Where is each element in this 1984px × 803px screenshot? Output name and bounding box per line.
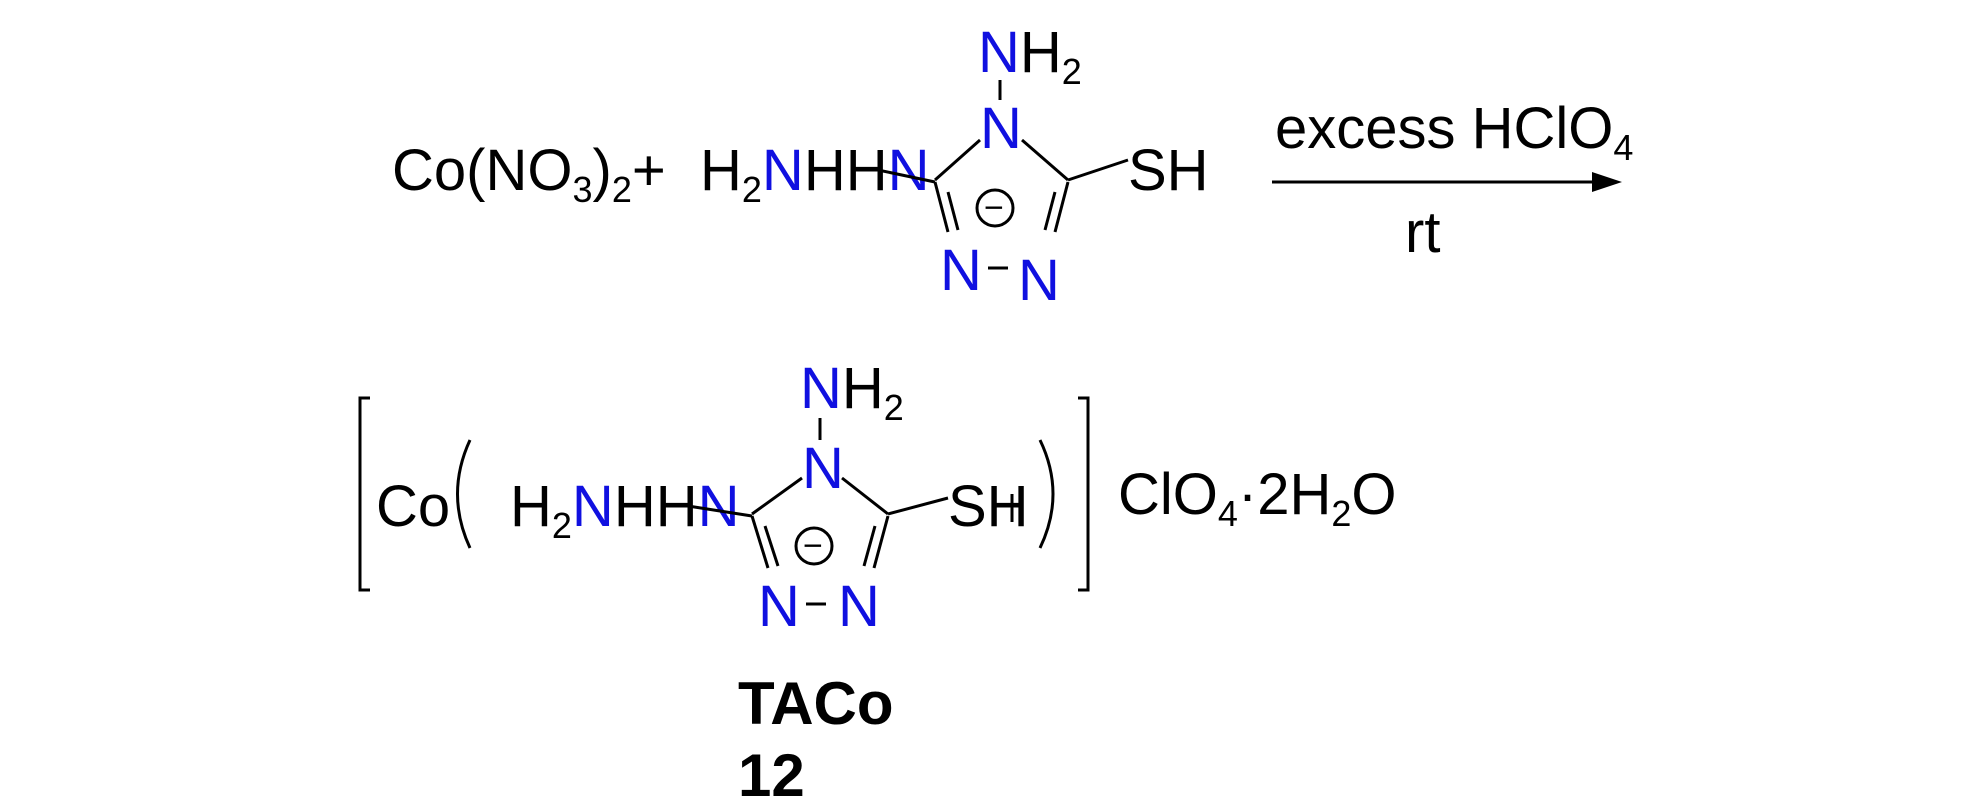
ring-n4: N bbox=[980, 96, 1022, 161]
nitrate-label: (NO bbox=[466, 138, 572, 203]
svg-text:excess HClO4: excess HClO4 bbox=[1275, 96, 1633, 168]
right-square-bracket bbox=[1078, 396, 1090, 592]
right-parenthesis bbox=[1038, 439, 1055, 549]
counter-ion: ClO bbox=[1118, 462, 1218, 527]
left-parenthesis bbox=[456, 439, 472, 549]
product-amino-subscript: 2 bbox=[884, 387, 904, 428]
reagent-subscript: 4 bbox=[1613, 127, 1633, 168]
formula-subscript: 2 bbox=[612, 169, 632, 210]
product-ring-bond-c5-n1 bbox=[872, 515, 890, 569]
plus-sign: + bbox=[632, 138, 666, 203]
svg-text:H2NHHN: H2NHHN bbox=[510, 474, 739, 546]
hydrazine-n1: N bbox=[762, 138, 804, 203]
temperature-label: rt bbox=[1405, 200, 1440, 265]
amino-n: N bbox=[978, 20, 1020, 85]
thiol-ring-bond bbox=[1067, 158, 1129, 182]
close-paren: ) bbox=[593, 138, 612, 203]
product-cobalt: Co bbox=[376, 474, 450, 539]
product-hydrazine-n2: N bbox=[698, 474, 740, 539]
svg-text:NH2: NH2 bbox=[978, 20, 1082, 92]
product-amino-n: N bbox=[800, 356, 842, 421]
hydrazine-h-subscript: 2 bbox=[742, 169, 762, 210]
hydrazine-n2: N bbox=[888, 138, 930, 203]
svg-text:ClO4·2H2O: ClO4·2H2O bbox=[1118, 462, 1397, 534]
counter-ion-subscript: 4 bbox=[1218, 493, 1238, 534]
negative-charge-sign: − bbox=[984, 189, 1004, 227]
hydrazine-hh: HH bbox=[804, 138, 888, 203]
svg-text:NH2: NH2 bbox=[800, 356, 904, 428]
product-ring-n1: N bbox=[758, 574, 800, 639]
product-ring-bond-n4-c5 bbox=[841, 476, 889, 516]
reaction-arrow-group: excess HClO4 rt bbox=[1272, 96, 1633, 265]
amino-subscript: 2 bbox=[1062, 51, 1082, 92]
negative-charge-circle bbox=[975, 188, 1015, 228]
compound-number: 12 bbox=[738, 742, 805, 803]
cobalt-symbol: Co bbox=[392, 138, 466, 203]
product-hydrazine-ring-bond bbox=[687, 504, 753, 518]
ring-bond-c5-n1-double bbox=[1043, 191, 1057, 231]
product-ring-bond-c5-n1-double bbox=[862, 525, 877, 567]
reaction-arrow-head bbox=[1592, 172, 1622, 192]
nitrate-subscript: 3 bbox=[572, 169, 592, 210]
amino-h: H bbox=[1020, 20, 1062, 85]
product-ring-bond-n4-c3 bbox=[751, 476, 803, 516]
product-thiol-sh: SH bbox=[948, 474, 1029, 539]
svg-text:Co(NO3)2+: Co(NO3)2+ bbox=[392, 138, 666, 210]
product-hydrazine-n1: N bbox=[572, 474, 614, 539]
reactant-triazole-ligand: H2NHHN NH2 N N N − SH bbox=[700, 20, 1209, 313]
ring-bond-c3-n2-double bbox=[946, 191, 960, 231]
ring-n2: N bbox=[1018, 248, 1060, 313]
product-hydrazine-hh: HH bbox=[614, 474, 698, 539]
ring-bond-n4-c5 bbox=[1021, 138, 1069, 182]
ring-bond-c5-n1 bbox=[1053, 181, 1070, 233]
hydrate-oxygen: O bbox=[1351, 462, 1396, 527]
thiol-sh: SH bbox=[1128, 138, 1209, 203]
product-negative-charge-circle bbox=[794, 526, 834, 566]
product-thiol-ring-bond bbox=[887, 496, 949, 516]
left-square-bracket bbox=[358, 396, 370, 592]
product-ring-n2: N bbox=[838, 574, 880, 639]
ring-bond-n4-c3 bbox=[934, 138, 981, 182]
hydrazine-ring-bond bbox=[877, 168, 936, 184]
hydrate-subscript: 2 bbox=[1331, 493, 1351, 534]
product-ring-bond-c3-n2 bbox=[750, 515, 770, 569]
svg-text:H2NHHN: H2NHHN bbox=[700, 138, 929, 210]
product-ring-n4: N bbox=[802, 436, 844, 501]
hydrazine-h: H bbox=[700, 138, 742, 203]
hydrate-label: ·2H bbox=[1238, 462, 1331, 527]
product-amino-h: H bbox=[842, 356, 884, 421]
ring-n1: N bbox=[940, 238, 982, 303]
product-hydrazine-h-subscript: 2 bbox=[552, 505, 572, 546]
ring-bond-c3-n2 bbox=[933, 181, 950, 233]
product-complex: Co H2NHHN NH2 N N N − SH bbox=[358, 356, 1397, 803]
reagent-label: excess HClO bbox=[1275, 96, 1613, 161]
compound-name: TACo bbox=[738, 670, 894, 737]
product-negative-charge-sign: − bbox=[803, 527, 823, 565]
reactant-cobalt-nitrate: Co(NO3)2+ bbox=[392, 138, 666, 210]
product-ring-bond-c3-n2-double bbox=[763, 525, 780, 567]
product-hydrazine-h: H bbox=[510, 474, 552, 539]
